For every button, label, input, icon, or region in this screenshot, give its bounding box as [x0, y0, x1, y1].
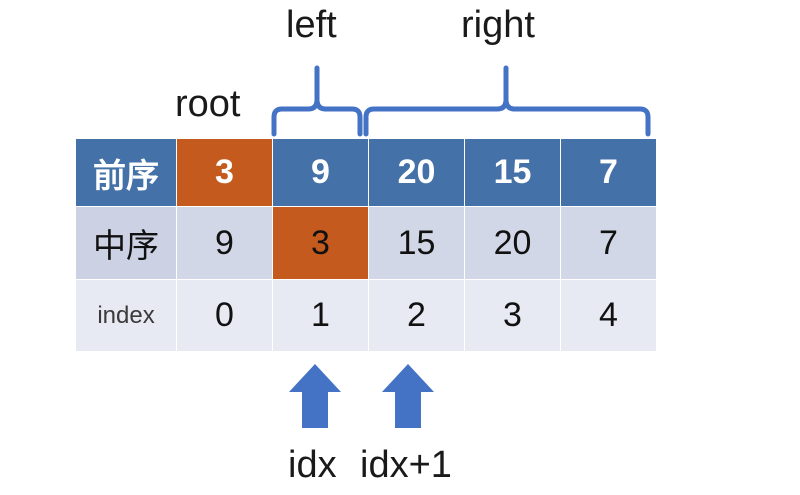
cell-index-2: 2	[368, 279, 465, 352]
pointer-arrows	[289, 364, 434, 428]
cell-preorder-3: 15	[464, 138, 561, 207]
cell-inorder-0: 9	[176, 206, 273, 280]
row-header-inorder: 中序	[75, 206, 177, 280]
brace-right	[363, 65, 651, 137]
cell-inorder-3: 20	[464, 206, 561, 280]
cell-preorder-4: 7	[560, 138, 657, 207]
cell-preorder-1: 9	[272, 138, 369, 207]
arrow-up-icon-idx	[289, 364, 341, 428]
table-row: 中序 9 3 15 20 7	[75, 206, 657, 280]
brace-left	[271, 65, 363, 137]
cell-preorder-0: 3	[176, 138, 273, 207]
cell-index-4: 4	[560, 279, 657, 352]
cell-inorder-1: 3	[272, 206, 369, 280]
cell-index-1: 1	[272, 279, 369, 352]
cell-preorder-2: 20	[368, 138, 465, 207]
row-header-preorder: 前序	[75, 138, 177, 207]
label-right: right	[461, 4, 535, 46]
pointer-label-idx-plus-one: idx+1	[360, 444, 452, 486]
label-left: left	[286, 4, 337, 46]
cell-index-3: 3	[464, 279, 561, 352]
cell-inorder-2: 15	[368, 206, 465, 280]
traversal-table: 前序 3 9 20 15 7 中序 9 3 15 20 7 index 0 1 …	[75, 138, 657, 352]
cell-index-0: 0	[176, 279, 273, 352]
range-braces	[271, 65, 651, 137]
arrow-up-icon-idx-plus-one	[382, 364, 434, 428]
cell-inorder-4: 7	[560, 206, 657, 280]
pointer-label-idx: idx	[288, 444, 337, 486]
table-row: 前序 3 9 20 15 7	[75, 138, 657, 207]
table-row: index 0 1 2 3 4	[75, 279, 657, 352]
label-root: root	[175, 83, 241, 125]
row-header-index: index	[75, 279, 177, 352]
